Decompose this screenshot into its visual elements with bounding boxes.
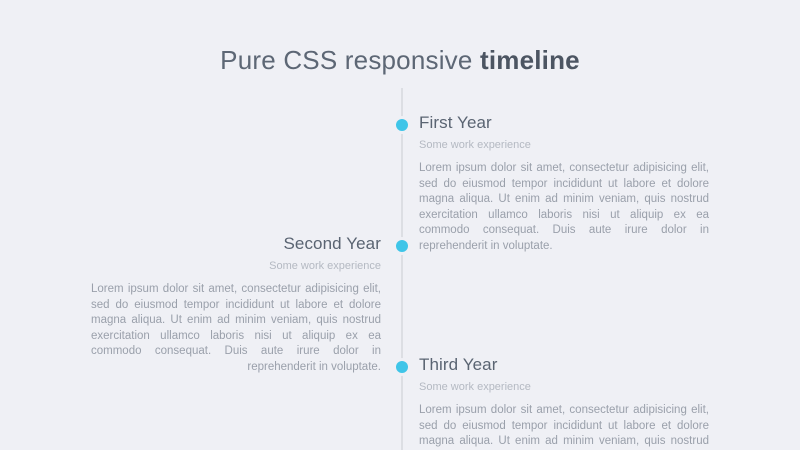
page-title-strong: timeline: [479, 45, 580, 76]
timeline-entry-content: First Year Some work experience Lorem ip…: [419, 112, 709, 254]
timeline: First Year Some work experience Lorem ip…: [0, 88, 800, 450]
timeline-dot-icon: [396, 240, 408, 252]
timeline-entry-content: Second Year Some work experience Lorem i…: [91, 233, 381, 375]
timeline-entry-content: Third Year Some work experience Lorem ip…: [419, 354, 709, 450]
timeline-entry-heading: Second Year: [283, 234, 381, 253]
page-title-light: Pure CSS responsive: [220, 45, 480, 76]
page-title: Pure CSS responsive timeline: [0, 43, 800, 77]
timeline-entry-body: Lorem ipsum dolor sit amet, consectetur …: [419, 404, 709, 447]
timeline-entry-subtitle: Some work experience: [269, 260, 381, 272]
timeline-entry-heading: First Year: [419, 113, 492, 132]
timeline-dot-icon: [396, 361, 408, 373]
timeline-entry-subtitle: Some work experience: [419, 139, 531, 151]
timeline-axis-line: [401, 88, 403, 450]
timeline-entry-heading: Third Year: [419, 355, 498, 374]
timeline-dot-icon: [396, 119, 408, 131]
timeline-entry-body: Lorem ipsum dolor sit amet, consectetur …: [419, 162, 709, 252]
timeline-entry-body: Lorem ipsum dolor sit amet, consectetur …: [91, 283, 381, 373]
timeline-entry-subtitle: Some work experience: [419, 381, 531, 393]
